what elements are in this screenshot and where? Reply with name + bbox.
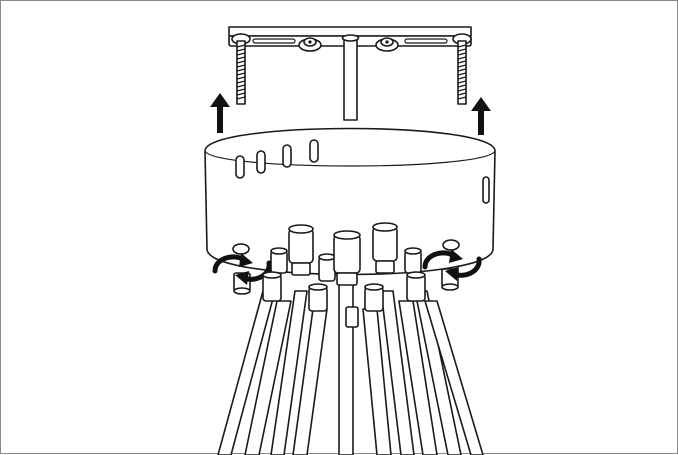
lift-arrow-left-icon	[210, 93, 230, 133]
socket-collar	[262, 271, 282, 302]
canopy-slot	[256, 150, 266, 174]
canopy-body	[204, 127, 496, 276]
center-tube-top	[341, 34, 360, 42]
socket-collar	[333, 230, 361, 286]
socket-collar	[270, 247, 288, 274]
threaded-stud-right	[452, 33, 472, 105]
rod	[424, 300, 484, 455]
rod	[244, 300, 292, 455]
rods-group	[217, 280, 484, 455]
canopy-slot	[282, 144, 292, 168]
rail-slot	[404, 38, 448, 44]
bracket-screw	[298, 37, 322, 52]
socket-collar	[308, 283, 328, 312]
rotate-arrow-left-icon	[212, 253, 272, 285]
canopy	[204, 127, 496, 276]
socket-collar	[372, 222, 398, 274]
socket-collar	[364, 283, 384, 312]
screw-hole	[232, 243, 250, 255]
sockets-group	[262, 222, 426, 328]
socket-collar	[318, 253, 336, 282]
rod	[270, 290, 308, 455]
screw-hole	[442, 239, 460, 251]
lift-arrow-right-icon	[471, 97, 491, 135]
threaded-stud-left	[231, 33, 251, 105]
mounting-bracket	[228, 26, 472, 121]
canopy-slot	[309, 139, 319, 163]
center-tube	[343, 37, 358, 121]
socket-collar	[404, 247, 422, 274]
socket-collar	[288, 224, 314, 276]
canopy-side-slot	[482, 176, 490, 204]
bracket-screw	[375, 37, 399, 52]
socket-collar	[406, 271, 426, 302]
rod	[380, 290, 415, 455]
rail-slot	[252, 38, 296, 44]
canopy-rim	[204, 150, 496, 167]
rotate-arrow-right-icon	[422, 249, 482, 281]
canopy-slot	[235, 155, 245, 179]
socket-collar	[345, 306, 359, 328]
